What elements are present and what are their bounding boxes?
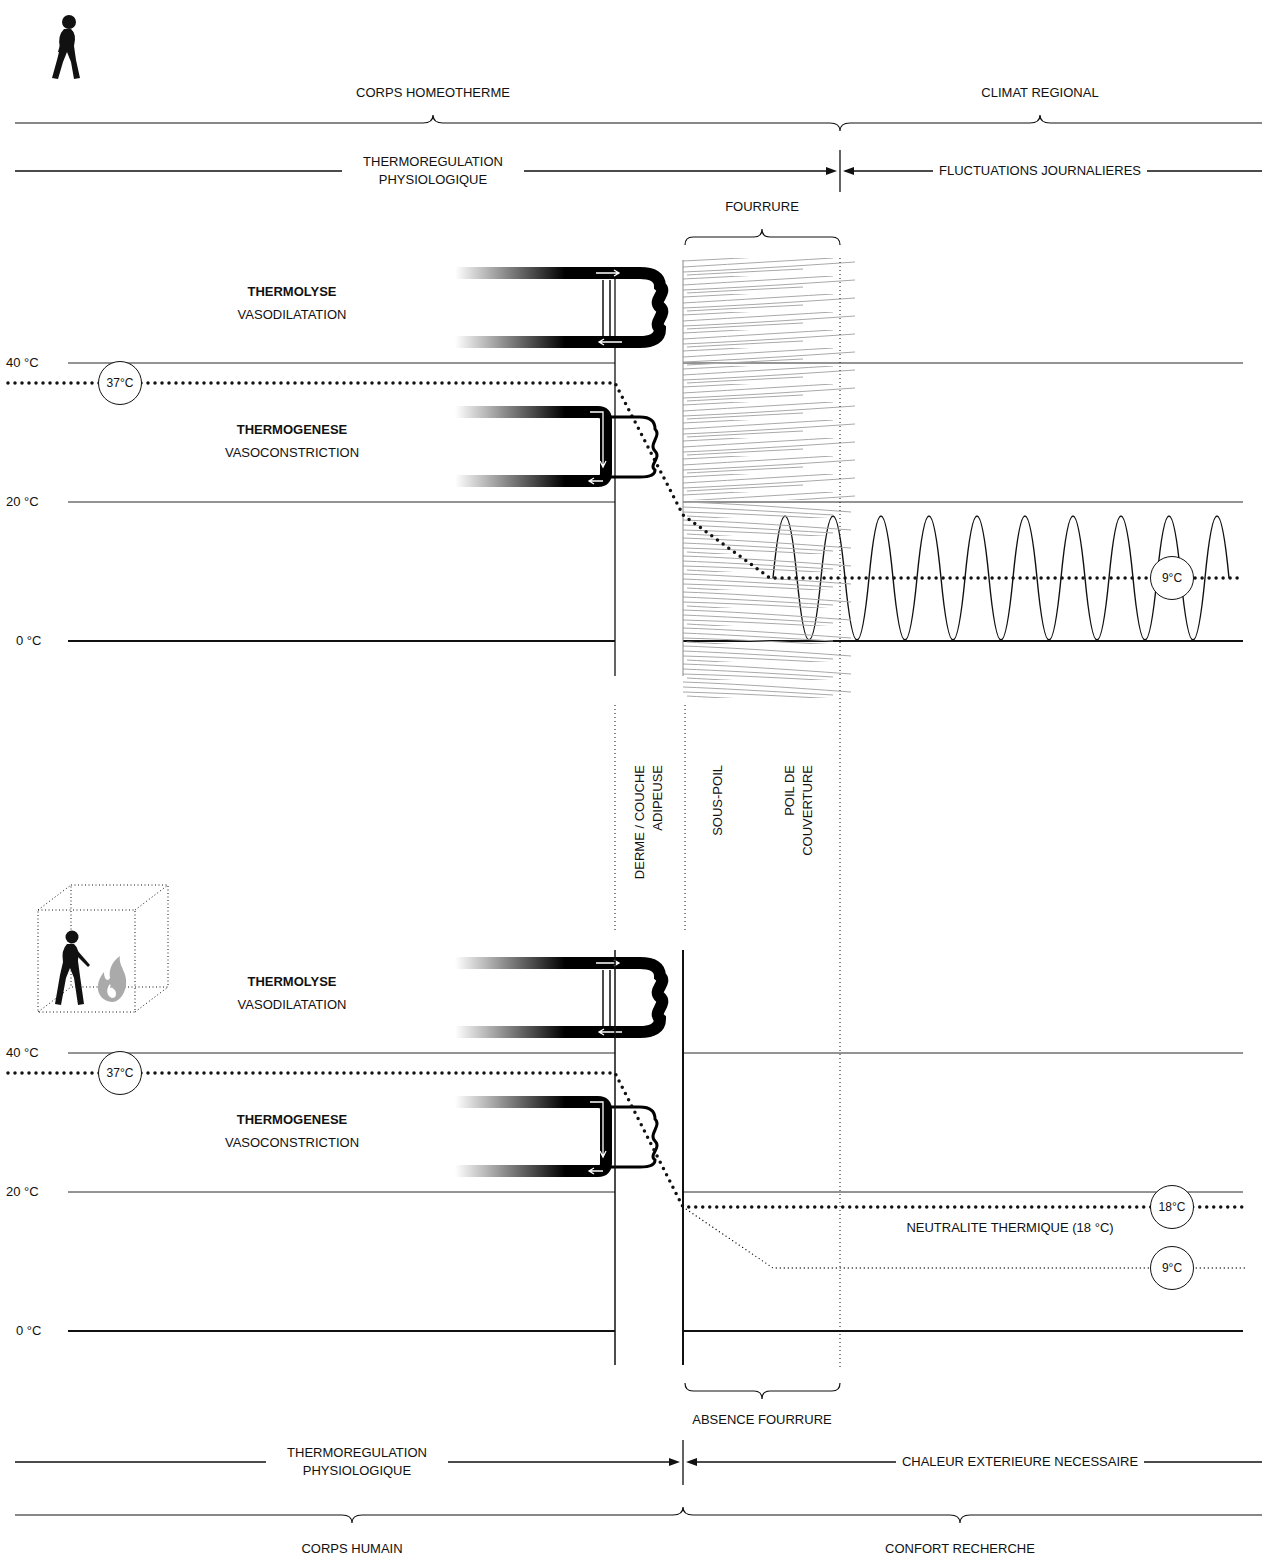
shelter-cube <box>38 885 168 1012</box>
arrowhead <box>826 167 854 175</box>
temperature-circle: 9°C <box>1150 1246 1194 1290</box>
text-label: CLIMAT REGIONAL <box>975 84 1104 102</box>
text-label: CHALEUR EXTERIEURE NECESSAIRE <box>896 1453 1144 1471</box>
temperature-value: 37°C <box>107 376 134 390</box>
text-label: THERMOGENESE <box>231 1111 354 1129</box>
text-label: VASOCONSTRICTION <box>219 1134 365 1152</box>
range-line <box>15 1440 1262 1485</box>
temperature-value: 9°C <box>1162 1261 1182 1275</box>
human-figure <box>55 931 90 1006</box>
temperature-value: 18°C <box>1159 1200 1186 1214</box>
fur <box>683 500 858 698</box>
fur-edge-line <box>840 258 841 1368</box>
bracket <box>685 1383 840 1399</box>
skin-line <box>683 260 684 676</box>
text-label: VASOCONSTRICTION <box>219 444 365 462</box>
text-label: CORPS HUMAIN <box>295 1540 408 1558</box>
zero-line <box>68 1330 1243 1332</box>
zero-line <box>68 640 1243 642</box>
bracket <box>685 229 840 245</box>
temperature-circle: 37°C <box>98 361 142 405</box>
text-label: SOUS-POIL <box>709 765 727 885</box>
derm-line <box>614 950 616 1365</box>
text-label: 0 °C <box>16 1322 41 1340</box>
vessels <box>455 960 662 1174</box>
text-label: POIL DE COUVERTURE <box>781 765 817 865</box>
temperature-circle: 9°C <box>1150 556 1194 600</box>
range-line <box>15 150 1262 192</box>
text-label: 0 °C <box>16 632 41 650</box>
text-label: THERMOGENESE <box>231 421 354 439</box>
text-label: NEUTRALITE THERMIQUE (18 °C) <box>900 1219 1119 1237</box>
text-label: FLUCTUATIONS JOURNALIERES <box>933 162 1147 180</box>
temperature-line <box>68 1053 1243 1192</box>
arrowhead <box>669 1458 697 1466</box>
text-label: THERMOREGULATION PHYSIOLOGIQUE <box>342 153 524 189</box>
vessels <box>455 270 662 484</box>
fur <box>683 258 858 500</box>
text-label: ABSENCE FOURRURE <box>686 1411 837 1429</box>
text-label: 40 °C <box>6 354 39 372</box>
temperature-profile <box>8 383 1243 578</box>
text-label: THERMOREGULATION PHYSIOLOGIQUE <box>266 1444 448 1480</box>
temperature-profile <box>8 1073 1243 1207</box>
temperature-value: 9°C <box>1162 571 1182 585</box>
skin-line <box>682 950 684 1365</box>
text-label: 20 °C <box>6 493 39 511</box>
text-label: DERME / COUCHE ADIPEUSE <box>631 765 667 925</box>
layer-guide <box>615 705 685 930</box>
text-label: THERMOLYSE <box>241 283 342 301</box>
text-label: FOURRURE <box>719 198 805 216</box>
temperature-circle: 18°C <box>1150 1185 1194 1229</box>
temperature-value: 37°C <box>107 1066 134 1080</box>
temperature-circle: 37°C <box>98 1051 142 1095</box>
text-label: VASODILATATION <box>232 996 353 1014</box>
text-label: THERMOLYSE <box>241 973 342 991</box>
text-label: CORPS HOMEOTHERME <box>350 84 516 102</box>
text-label: 20 °C <box>6 1183 39 1201</box>
text-label: VASODILATATION <box>232 306 353 324</box>
fire-icon <box>98 956 126 1002</box>
text-label: 40 °C <box>6 1044 39 1062</box>
brace <box>15 115 1262 131</box>
text-label: CONFORT RECHERCHE <box>879 1540 1041 1558</box>
brace <box>15 1507 1262 1523</box>
hominid-figure <box>52 15 80 79</box>
derm-line <box>614 268 615 676</box>
